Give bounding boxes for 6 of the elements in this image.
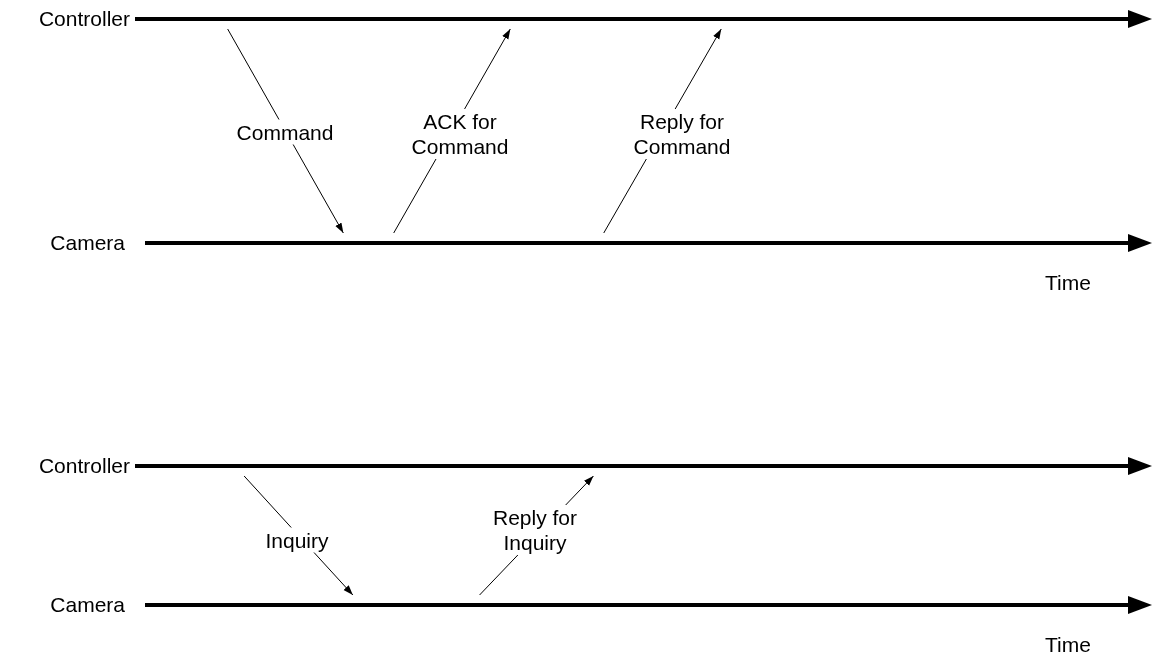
axis-label: Time bbox=[1045, 271, 1091, 295]
lifeline-label: Controller bbox=[37, 456, 130, 476]
lifeline-label: Camera bbox=[49, 595, 125, 615]
lifeline-label: Controller bbox=[37, 9, 130, 29]
axis-label: Time bbox=[1045, 633, 1091, 657]
lifeline-label: Camera bbox=[49, 233, 125, 253]
